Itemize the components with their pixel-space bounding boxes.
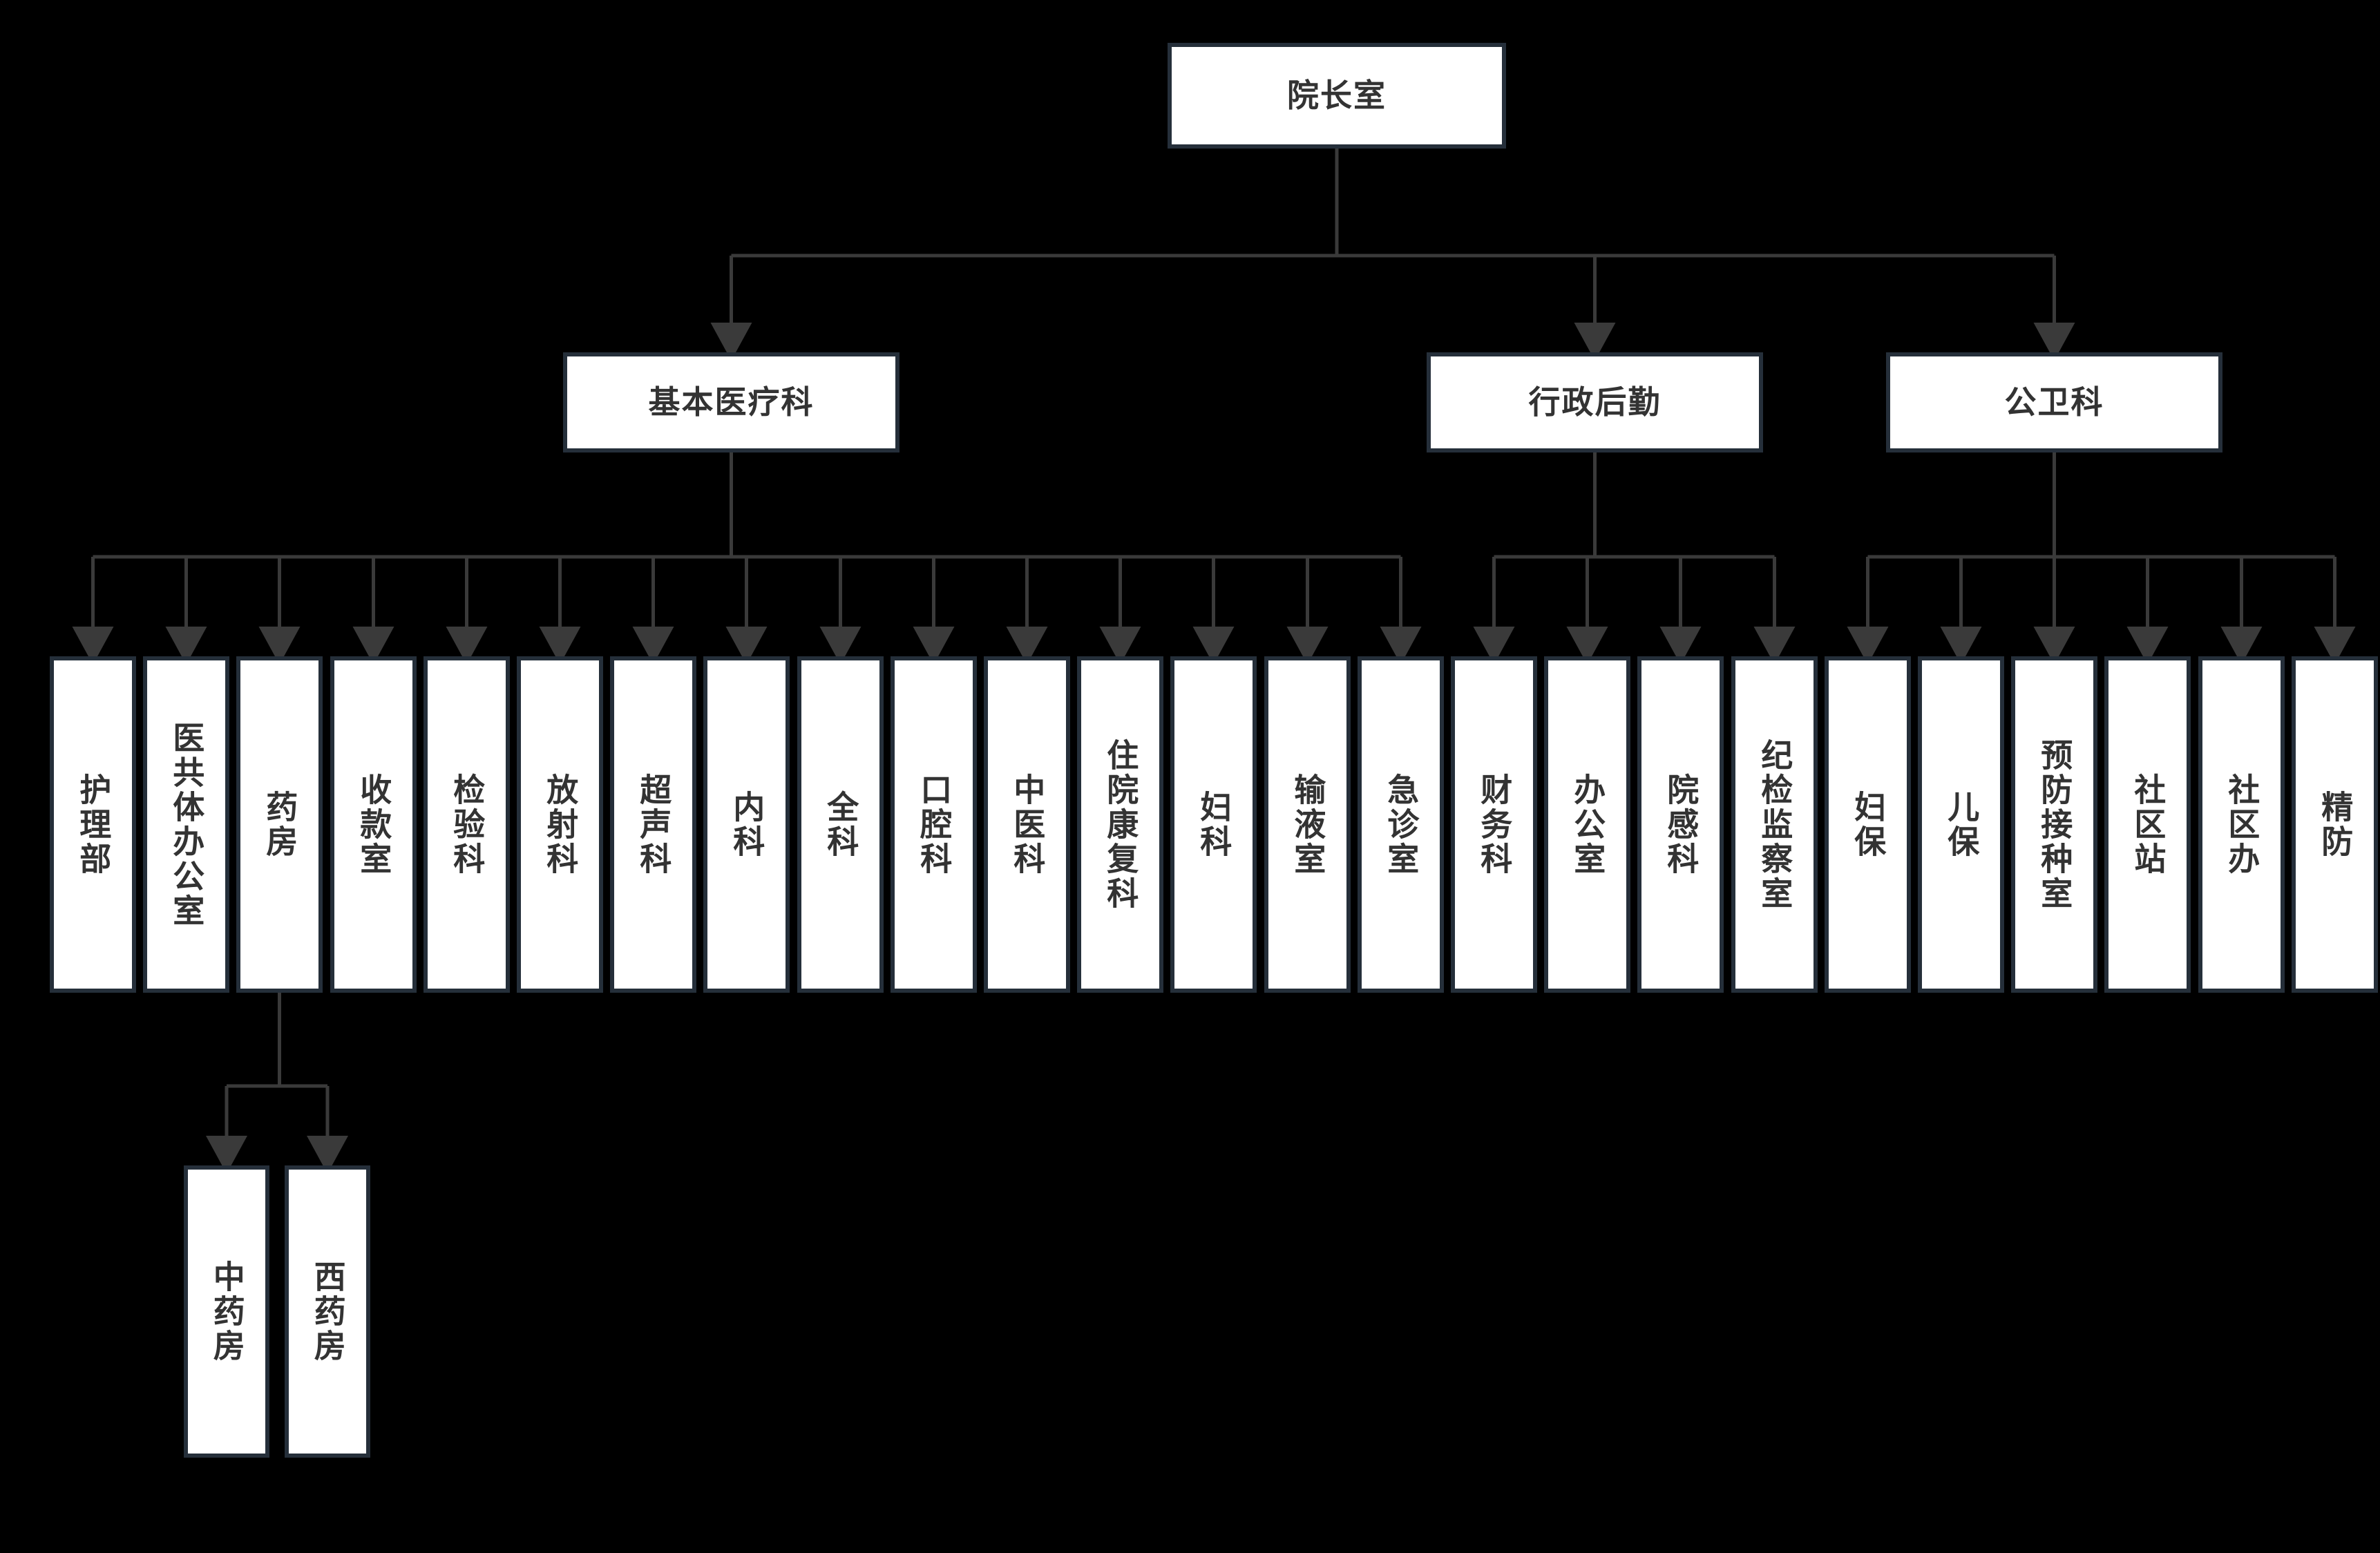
node-leaf-16[interactable]: 办公室 (1544, 656, 1630, 993)
node-leaf-label: 检验科 (449, 772, 486, 877)
node-pharmacy-1[interactable]: 西药房 (285, 1165, 370, 1458)
node-leaf-11[interactable]: 住院康复科 (1077, 656, 1163, 993)
node-leaf-1[interactable]: 医共体办公室 (143, 656, 229, 993)
node-leaf-13[interactable]: 输液室 (1264, 656, 1351, 993)
node-leaf-24[interactable]: 精防 (2292, 656, 2378, 993)
node-leaf-21[interactable]: 预防接种室 (2011, 656, 2097, 993)
node-leaf-label: 社区办 (2224, 772, 2260, 877)
node-leaf-label: 儿保 (1943, 790, 1980, 859)
node-leaf-6[interactable]: 超声科 (610, 656, 696, 993)
node-leaf-15[interactable]: 财务科 (1451, 656, 1537, 993)
node-leaf-label: 口腔科 (916, 772, 953, 877)
node-leaf-2[interactable]: 药房 (236, 656, 323, 993)
node-leaf-17[interactable]: 院感科 (1637, 656, 1724, 993)
node-leaf-label: 超声科 (636, 772, 672, 877)
node-leaf-3[interactable]: 收款室 (330, 656, 417, 993)
node-leaf-7[interactable]: 内科 (703, 656, 790, 993)
node-leaf-label: 妇科 (1196, 790, 1232, 859)
node-level2-label: 公卫科 (2004, 383, 2104, 420)
node-leaf-label: 办公室 (1570, 772, 1606, 877)
node-leaf-label: 医共体办公室 (169, 721, 205, 928)
node-leaf-label: 院感科 (1663, 772, 1700, 877)
node-leaf-label: 药房 (262, 790, 298, 859)
node-leaf-4[interactable]: 检验科 (423, 656, 510, 993)
node-leaf-22[interactable]: 社区站 (2104, 656, 2191, 993)
node-leaf-label: 急诊室 (1383, 772, 1420, 877)
node-level2-label: 基本医疗科 (648, 383, 815, 420)
node-leaf-5[interactable]: 放射科 (517, 656, 603, 993)
node-leaf-9[interactable]: 口腔科 (891, 656, 977, 993)
node-leaf-10[interactable]: 中医科 (984, 656, 1070, 993)
node-leaf-label: 内科 (729, 790, 765, 859)
node-leaf-20[interactable]: 儿保 (1918, 656, 2004, 993)
node-leaf-label: 精防 (2317, 790, 2354, 859)
node-root-label: 院长室 (1287, 77, 1387, 113)
node-root[interactable]: 院长室 (1168, 43, 1506, 149)
node-leaf-label: 放射科 (542, 772, 579, 877)
node-leaf-label: 预防接种室 (2037, 738, 2073, 911)
node-leaf-14[interactable]: 急诊室 (1358, 656, 1444, 993)
node-pharmacy-label: 西药房 (310, 1259, 346, 1364)
node-leaf-8[interactable]: 全科 (797, 656, 884, 993)
node-leaf-label: 护理部 (75, 772, 112, 877)
node-level2-0[interactable]: 基本医疗科 (563, 352, 899, 452)
node-leaf-23[interactable]: 社区办 (2198, 656, 2285, 993)
node-leaf-0[interactable]: 护理部 (50, 656, 136, 993)
node-leaf-label: 中医科 (1009, 772, 1046, 877)
node-leaf-label: 住院康复科 (1103, 738, 1139, 911)
node-leaf-label: 社区站 (2130, 772, 2167, 877)
node-leaf-12[interactable]: 妇科 (1170, 656, 1257, 993)
node-leaf-label: 全科 (823, 790, 859, 859)
node-leaf-18[interactable]: 纪检监察室 (1731, 656, 1818, 993)
node-pharmacy-0[interactable]: 中药房 (184, 1165, 269, 1458)
node-leaf-19[interactable]: 妇保 (1825, 656, 1911, 993)
node-leaf-label: 收款室 (356, 772, 392, 877)
node-leaf-label: 输液室 (1290, 772, 1326, 877)
node-level2-label: 行政后勤 (1528, 383, 1662, 420)
node-leaf-label: 财务科 (1476, 772, 1513, 877)
node-leaf-label: 妇保 (1850, 790, 1887, 859)
node-level2-2[interactable]: 公卫科 (1886, 352, 2222, 452)
node-leaf-label: 纪检监察室 (1757, 738, 1793, 911)
node-pharmacy-label: 中药房 (209, 1259, 245, 1364)
node-level2-1[interactable]: 行政后勤 (1427, 352, 1763, 452)
